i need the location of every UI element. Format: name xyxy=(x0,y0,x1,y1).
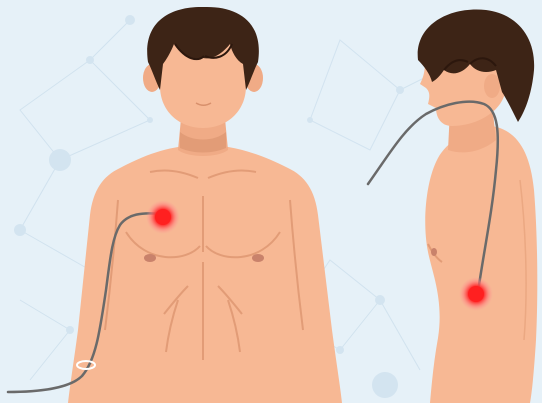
illustration-svg xyxy=(0,0,542,403)
illustration xyxy=(0,0,542,403)
